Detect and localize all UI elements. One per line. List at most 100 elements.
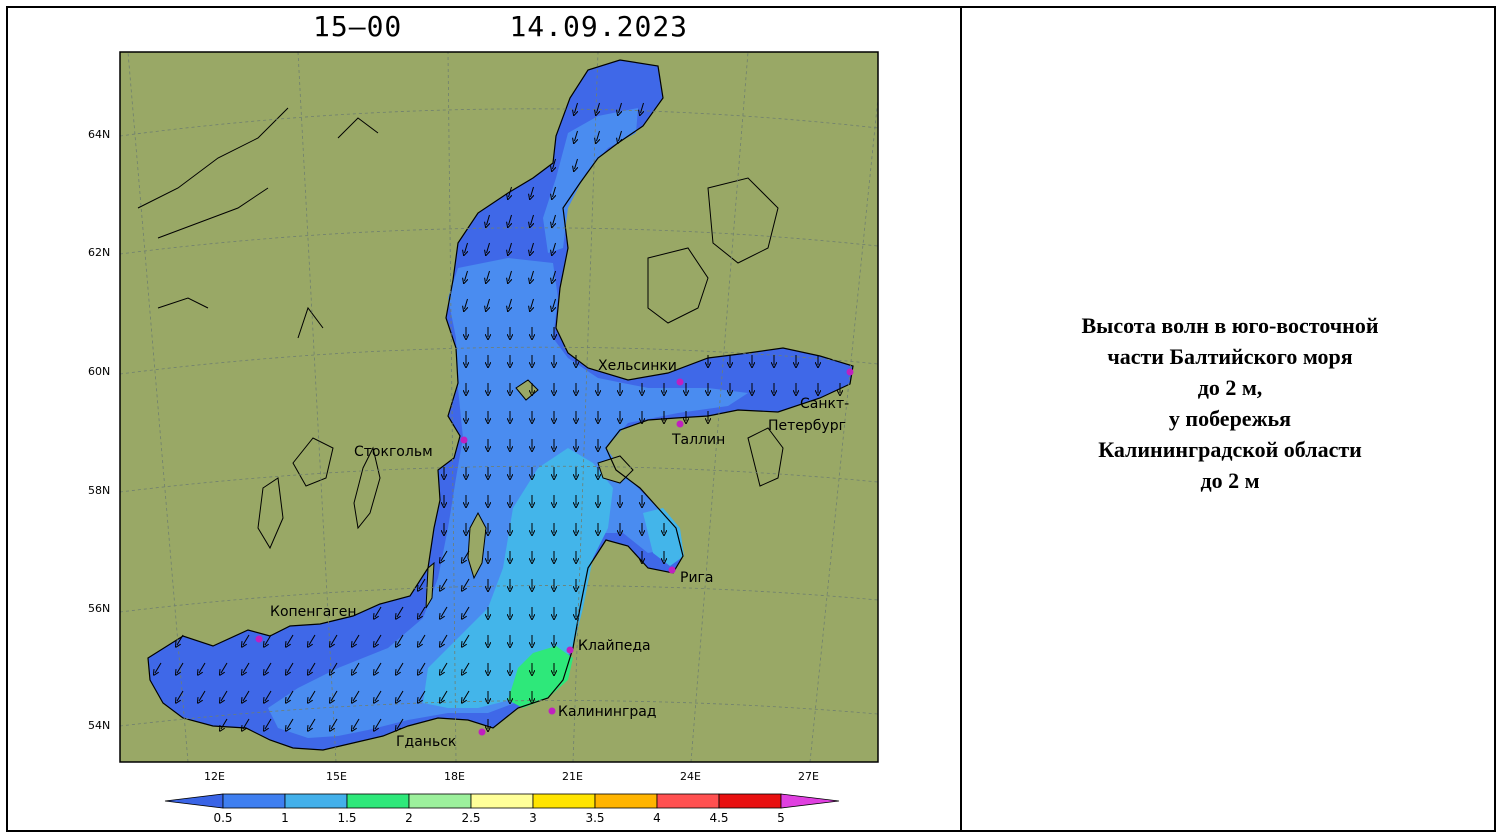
city-label-helsinki: Хельсинки — [598, 358, 677, 374]
lon-label: 15E — [326, 770, 347, 783]
wave-direction-arrow — [575, 130, 578, 141]
wave-direction-arrow — [441, 606, 448, 617]
caption-line-4: у побережья — [1168, 406, 1292, 431]
wave-zone-1m — [268, 258, 748, 738]
wave-direction-arrow — [463, 690, 470, 701]
wave-direction-arrow — [463, 578, 470, 589]
wave-direction-arrow — [287, 718, 294, 729]
map-border — [119, 51, 879, 763]
city-label-kaliningrad: Калининград — [558, 704, 656, 720]
wave-direction-arrow — [531, 214, 534, 225]
city-dot-copenhagen — [255, 635, 263, 643]
wave-direction-arrow — [397, 662, 404, 673]
city-markers: Хельсинки Санкт- Петербург Таллин Стокго… — [255, 358, 854, 750]
wave-direction-arrow — [619, 102, 622, 113]
city-label-tallinn: Таллин — [671, 432, 725, 448]
city-dot-riga — [668, 566, 676, 574]
oland-island — [425, 561, 435, 609]
caption-line-5: Калининградской области — [1098, 437, 1362, 462]
wave-direction-arrow — [463, 606, 470, 617]
caption-line-6: до 2 м — [1200, 468, 1260, 493]
legend-segment — [470, 793, 534, 809]
wave-direction-arrow — [487, 298, 490, 309]
wave-direction-arrow — [243, 634, 250, 645]
map-title: 15–00 14.09.2023 — [313, 10, 693, 46]
wave-direction-arrow — [553, 298, 556, 309]
city-label-riga: Рига — [680, 570, 713, 586]
wave-direction-arrow — [375, 634, 382, 645]
wave-direction-arrow — [531, 242, 534, 253]
lon-label: 18E — [444, 770, 465, 783]
city-label-gdansk: Гданьск — [396, 734, 456, 750]
wave-direction-arrow — [509, 298, 512, 309]
wave-direction-arrow — [199, 662, 206, 673]
wave-direction-arrow — [397, 606, 404, 617]
wave-direction-arrow — [375, 606, 382, 617]
wave-direction-arrow — [419, 690, 426, 701]
wave-zone-2m — [508, 646, 573, 708]
wave-direction-arrow — [419, 578, 426, 589]
wave-direction-arrow — [509, 186, 512, 197]
wave-direction-arrow — [397, 634, 404, 645]
wave-direction-arrow — [509, 270, 512, 281]
wave-direction-arrow — [419, 606, 426, 617]
legend-tick-label: 2 — [405, 811, 413, 825]
wave-direction-arrow — [309, 634, 316, 645]
legend-tick-label: 1 — [281, 811, 289, 825]
legend-segment — [780, 793, 840, 809]
lat-label: 60N — [88, 365, 110, 378]
city-dot-spb — [846, 368, 854, 376]
wave-direction-arrow — [331, 634, 338, 645]
wave-direction-arrow — [287, 662, 294, 673]
caption-line-1: Высота волн в юго-восточной — [1081, 313, 1379, 338]
panel-divider — [960, 6, 962, 832]
wave-direction-arrow — [553, 186, 556, 197]
wave-direction-arrow — [309, 718, 316, 729]
wave-zone-1m-north — [543, 108, 638, 253]
wave-direction-arrow — [619, 130, 622, 141]
caption-line-2: части Балтийского моря — [1107, 344, 1353, 369]
city-label-stockholm: Стокгольм — [354, 444, 433, 460]
caption-line-3: до 2 м, — [1197, 375, 1263, 400]
city-dot-klaipeda — [566, 646, 574, 654]
wave-zone-1-5m — [423, 448, 613, 708]
city-label-copenhagen: Копенгаген — [270, 604, 356, 620]
wave-direction-arrow — [353, 634, 360, 645]
legend-tick-label: 3 — [529, 811, 537, 825]
wave-direction-arrow — [441, 578, 448, 589]
legend-tick-label: 4.5 — [709, 811, 728, 825]
wave-direction-arrow — [441, 550, 448, 561]
legend-segment — [164, 793, 224, 809]
wave-direction-arrow — [309, 690, 316, 701]
wave-direction-arrow — [597, 102, 600, 113]
wave-direction-arrow — [221, 718, 228, 729]
legend-tick-label: 4 — [653, 811, 661, 825]
city-dot-tallinn — [676, 420, 684, 428]
wave-direction-arrow — [641, 102, 644, 113]
lat-label: 58N — [88, 484, 110, 497]
outer-frame — [6, 6, 1496, 832]
wave-direction-arrow — [177, 662, 184, 673]
city-dot-stockholm — [460, 436, 468, 444]
gotland-island — [467, 511, 487, 580]
wave-direction-arrow — [553, 242, 556, 253]
wave-direction-arrow — [441, 634, 448, 645]
city-dot-gdansk — [478, 728, 486, 736]
wave-direction-arrow — [575, 102, 578, 113]
longitude-labels: 12E 15E 18E 21E 24E 27E — [204, 770, 819, 783]
wave-direction-arrow — [375, 718, 382, 729]
wave-direction-arrow — [463, 662, 470, 673]
wave-direction-arrow — [465, 242, 468, 253]
wave-direction-arrow — [575, 158, 578, 169]
forecast-caption: Высота волн в юго-восточной части Балтий… — [990, 310, 1470, 496]
city-label-spb-1: Санкт- — [800, 396, 849, 412]
latitude-labels: 64N 62N 60N 58N 56N 54N — [88, 128, 110, 732]
legend-tick-label: 2.5 — [461, 811, 480, 825]
lon-label: 12E — [204, 770, 225, 783]
wave-direction-arrow — [531, 270, 534, 281]
city-dot-kaliningrad — [548, 707, 556, 715]
coastline — [147, 59, 854, 751]
land-lakes — [137, 107, 784, 550]
lon-label: 27E — [798, 770, 819, 783]
wave-direction-arrow — [177, 634, 184, 645]
